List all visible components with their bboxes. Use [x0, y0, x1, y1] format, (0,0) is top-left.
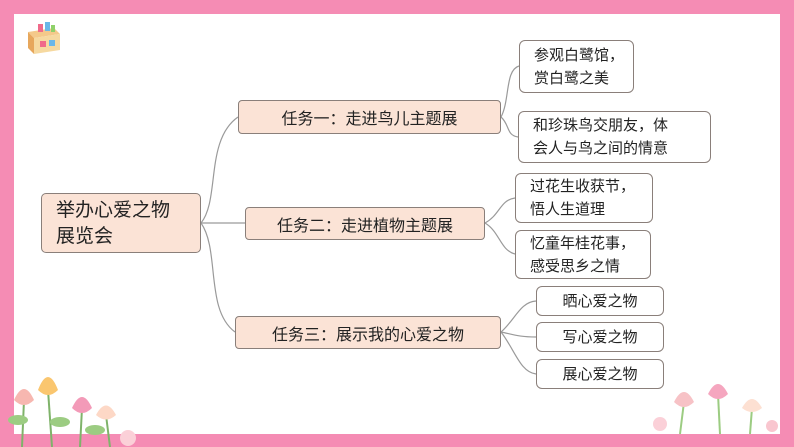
task1-item-1: 参观白鹭馆， 赏白鹭之美 — [519, 40, 634, 93]
task2-item-2: 忆童年桂花事， 感受思乡之情 — [515, 230, 651, 279]
task1-item-2: 和珍珠鸟交朋友，体 会人与鸟之间的情意 — [518, 111, 711, 163]
connector-task2-item1 — [484, 197, 516, 224]
connector-task2-item2 — [484, 222, 516, 255]
task3-item-1: 晒心爱之物 — [536, 286, 664, 316]
task-node-3: 任务三：展示我的心爱之物 — [235, 316, 501, 349]
task2-item-1: 过花生收获节， 悟人生道理 — [515, 173, 653, 223]
task-node-2: 任务二：走进植物主题展 — [245, 207, 485, 240]
connector-task1-item1 — [500, 65, 520, 118]
task3-item-3: 展心爱之物 — [536, 359, 664, 389]
connector-task3-item2 — [500, 331, 537, 338]
connector-root-task3 — [200, 222, 236, 333]
task3-item-2: 写心爱之物 — [536, 322, 664, 352]
tulip-flowers-left — [8, 377, 136, 447]
connector-root-task1 — [200, 116, 239, 224]
tulip-flowers-right — [653, 384, 778, 434]
root-node: 举办心爱之物 展览会 — [41, 193, 201, 253]
task-node-1: 任务一：走进鸟儿主题展 — [238, 100, 501, 134]
connector-task3-item1 — [500, 300, 537, 333]
connector-task3-item3 — [500, 331, 537, 375]
connector-task1-item2 — [500, 116, 519, 138]
gift-box-icon — [28, 22, 60, 54]
